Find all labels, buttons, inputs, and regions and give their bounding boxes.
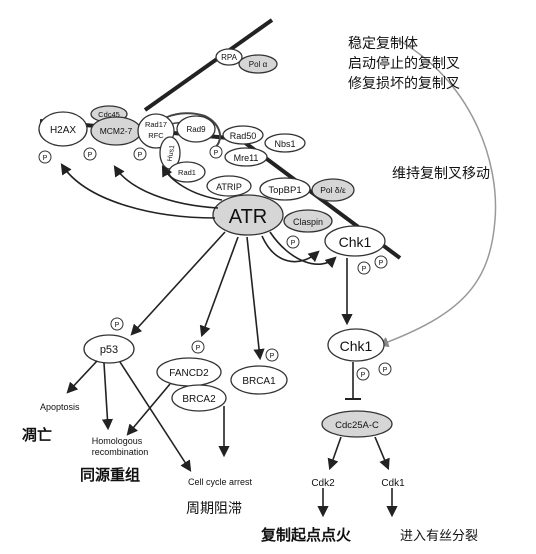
svg-text:Pol α: Pol α: [249, 60, 268, 69]
brca1-node: BRCA1: [230, 365, 288, 395]
svg-text:RPA: RPA: [221, 53, 238, 62]
svg-text:Chk1: Chk1: [340, 338, 373, 354]
svg-text:P: P: [115, 322, 120, 329]
svg-text:P: P: [270, 353, 275, 360]
cn-origin: 复制起点点火: [260, 526, 352, 544]
cn-mitosis: 进入有丝分裂: [400, 529, 478, 544]
pol-delta-node: Pol δ/ε: [311, 178, 355, 202]
svg-text:Cdc45: Cdc45: [98, 110, 120, 119]
mre11-node: Mre11: [224, 147, 268, 167]
cn-arrest: 周期阻滞: [186, 501, 242, 517]
topbp1-node: TopBP1: [259, 177, 311, 201]
phospho-marks-upper: P P P P P P P: [38, 145, 388, 275]
cell-cycle-arrest-label: Cell cycle arrest: [188, 477, 253, 487]
svg-text:P: P: [138, 152, 143, 159]
mcm-node: MCM2-7: [90, 116, 142, 146]
cdk1-label: Cdk1: [381, 478, 405, 489]
svg-text:p53: p53: [100, 344, 118, 356]
cn-apoptosis: 凋亡: [22, 426, 52, 444]
svg-text:H2AX: H2AX: [50, 125, 76, 136]
svg-text:BRCA1: BRCA1: [242, 376, 276, 387]
svg-text:P: P: [88, 152, 93, 159]
svg-text:Claspin: Claspin: [293, 217, 323, 227]
svg-text:RFC: RFC: [148, 131, 164, 140]
svg-text:Mre11: Mre11: [234, 153, 259, 163]
feedback-arc: [378, 39, 497, 347]
cdk2-label: Cdk2: [311, 478, 335, 489]
svg-text:P: P: [361, 372, 366, 379]
svg-text:TopBP1: TopBP1: [268, 185, 301, 196]
chk1-mid-node: Chk1: [327, 328, 385, 362]
svg-text:FANCD2: FANCD2: [169, 368, 209, 379]
rad9-node: Rad9: [176, 115, 216, 143]
downstream-arrows: [66, 231, 398, 518]
svg-text:P: P: [196, 345, 201, 352]
svg-text:P: P: [383, 367, 388, 374]
homologous-label-1: Homologous: [92, 436, 143, 446]
svg-text:BRCA2: BRCA2: [182, 394, 216, 405]
pol-alpha-node: Pol α: [238, 54, 278, 74]
svg-text:Rad50: Rad50: [230, 131, 257, 141]
svg-text:Pol δ/ε: Pol δ/ε: [320, 185, 346, 195]
nbs1-node: Nbs1: [264, 133, 306, 153]
svg-text:MCM2-7: MCM2-7: [100, 126, 133, 136]
atr-node: ATR: [212, 194, 284, 236]
svg-text:P: P: [214, 150, 219, 157]
apoptosis-label: Apoptosis: [40, 402, 80, 412]
svg-text:ATR: ATR: [229, 206, 268, 228]
inhibition-bar: [345, 362, 361, 400]
chk1-top-node: Chk1: [324, 225, 386, 257]
svg-text:ATRIP: ATRIP: [216, 182, 242, 192]
rpa-node: RPA: [215, 48, 243, 66]
svg-text:Chk1: Chk1: [339, 234, 372, 250]
h2ax-node: H2AX: [38, 111, 88, 147]
svg-text:P: P: [291, 240, 296, 247]
p53-node: p53: [83, 334, 135, 364]
phospho-marks-lower: P P P P P: [110, 317, 392, 381]
svg-text:Cdc25A-C: Cdc25A-C: [335, 420, 379, 431]
cn-maintain: 维持复制叉移动: [392, 165, 490, 182]
claspin-node: Claspin: [283, 209, 333, 233]
brca2-node: BRCA2: [171, 384, 227, 412]
atr-upstream-arrows: [60, 163, 337, 269]
svg-text:Rad1: Rad1: [178, 168, 196, 177]
svg-text:P: P: [43, 155, 48, 162]
fancd2-node: FANCD2: [156, 357, 222, 387]
svg-text:Rad9: Rad9: [186, 125, 206, 134]
cn-repair: 修复损坏的复制叉: [348, 75, 460, 92]
svg-text:Rad17: Rad17: [145, 120, 167, 129]
svg-text:Hus1: Hus1: [167, 145, 177, 162]
svg-text:Nbs1: Nbs1: [274, 139, 295, 149]
cn-stabilize: 稳定复制体: [348, 35, 418, 52]
svg-text:P: P: [379, 260, 384, 267]
homologous-label-2: recombination: [92, 447, 149, 457]
cdc25-node: Cdc25A-C: [321, 410, 393, 438]
atrip-node: ATRIP: [206, 175, 252, 197]
cn-restart: 启动停止的复制叉: [348, 55, 460, 72]
cn-homologous: 同源重组: [80, 466, 140, 484]
rad50-node: Rad50: [222, 125, 264, 145]
svg-text:P: P: [362, 266, 367, 273]
rad1-node: Rad1: [168, 161, 206, 183]
